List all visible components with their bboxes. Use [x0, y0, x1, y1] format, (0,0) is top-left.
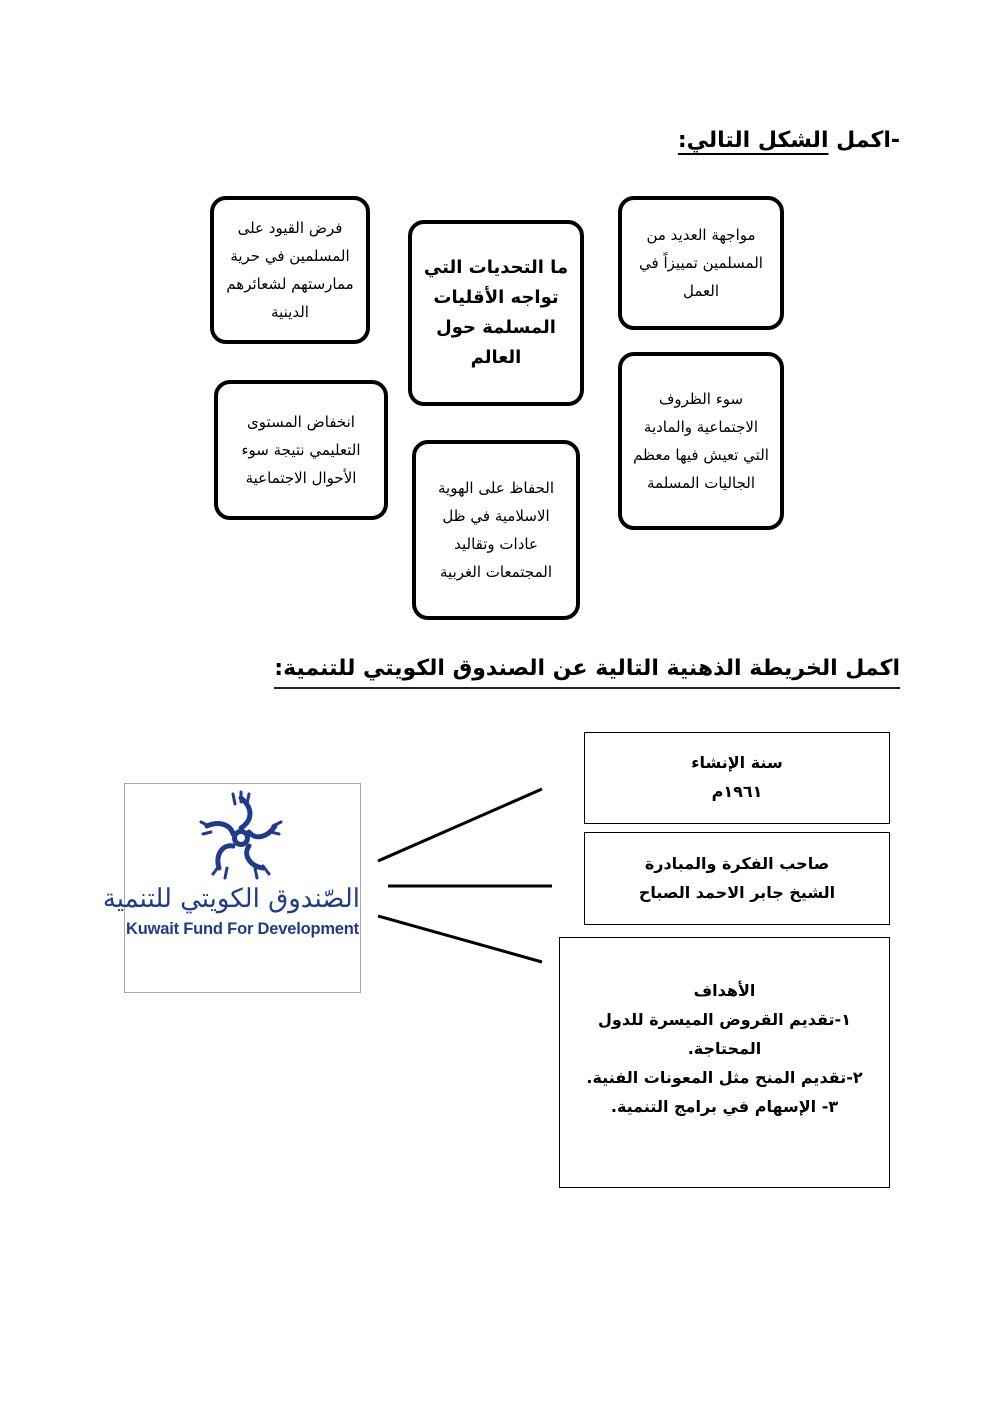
challenge-text-discrimination: مواجهة العديد من المسلمين تمييزاً في الع… — [639, 226, 763, 300]
goal-item-1: ١-تقديم القروض الميسرة للدول المحتاجة. — [598, 1010, 851, 1058]
founding-year-box: سنة الإنشاء ١٩٦١م — [584, 732, 890, 824]
founder-label: صاحب الفكرة والمبادرة — [644, 854, 830, 873]
challenge-box-conditions: سوء الظروف الاجتماعية والمادية التي تعيش… — [618, 352, 784, 530]
challenge-text-identity: الحفاظ على الهوية الاسلامية في ظل عادات … — [437, 479, 555, 581]
section2-heading: اكمل الخريطة الذهنية التالية عن الصندوق … — [274, 656, 900, 689]
logo-arabic-text: الصّندوق الكويتي للتنمية — [102, 884, 360, 914]
founding-year-value: ١٩٦١م — [711, 782, 763, 801]
founder-box: صاحب الفكرة والمبادرة الشيخ جابر الاحمد … — [584, 832, 890, 925]
section2-heading-text: اكمل الخريطة الذهنية التالية عن الصندوق … — [274, 656, 900, 681]
section1-heading-prefix: -اكمل — [828, 128, 900, 153]
challenge-box-identity: الحفاظ على الهوية الاسلامية في ظل عادات … — [412, 440, 580, 620]
goals-label: الأهداف — [693, 981, 756, 1000]
challenge-text-restrictions: فرض القيود على المسلمين في حرية ممارستهم… — [226, 219, 354, 321]
connector-line-goals — [377, 914, 543, 964]
challenge-box-education: انخفاض المستوى التعليمي نتيجة سوء الأحوا… — [214, 380, 388, 520]
kuwait-fund-emblem-icon — [199, 790, 283, 880]
goals-box: الأهداف ١-تقديم القروض الميسرة للدول الم… — [559, 937, 890, 1188]
goal-item-2: ٢-تقديم المنح مثل المعونات الفنية. — [586, 1068, 863, 1087]
section1-heading: -اكمل الشكل التالي: — [678, 128, 900, 153]
founder-value: الشيخ جابر الاحمد الصباح — [638, 883, 836, 902]
kuwait-fund-logo: الصّندوق الكويتي للتنمية Kuwait Fund For… — [102, 783, 361, 993]
challenges-center-text: ما التحديات التي تواجه الأقليات المسلمة … — [423, 257, 569, 368]
founding-year-label: سنة الإنشاء — [691, 753, 783, 772]
challenge-box-discrimination: مواجهة العديد من المسلمين تمييزاً في الع… — [618, 196, 784, 330]
section1-heading-underlined: الشكل التالي: — [677, 128, 829, 153]
challenges-center-box: ما التحديات التي تواجه الأقليات المسلمة … — [408, 220, 584, 406]
challenge-text-conditions: سوء الظروف الاجتماعية والمادية التي تعيش… — [633, 390, 769, 492]
challenge-text-education: انخفاض المستوى التعليمي نتيجة سوء الأحوا… — [241, 413, 361, 487]
goal-item-3: ٣- الإسهام في برامج التنمية. — [610, 1097, 839, 1116]
connector-line-founding — [377, 787, 543, 863]
challenge-box-restrictions: فرض القيود على المسلمين في حرية ممارستهم… — [210, 196, 370, 344]
logo-english-text: Kuwait Fund For Development — [126, 920, 359, 938]
